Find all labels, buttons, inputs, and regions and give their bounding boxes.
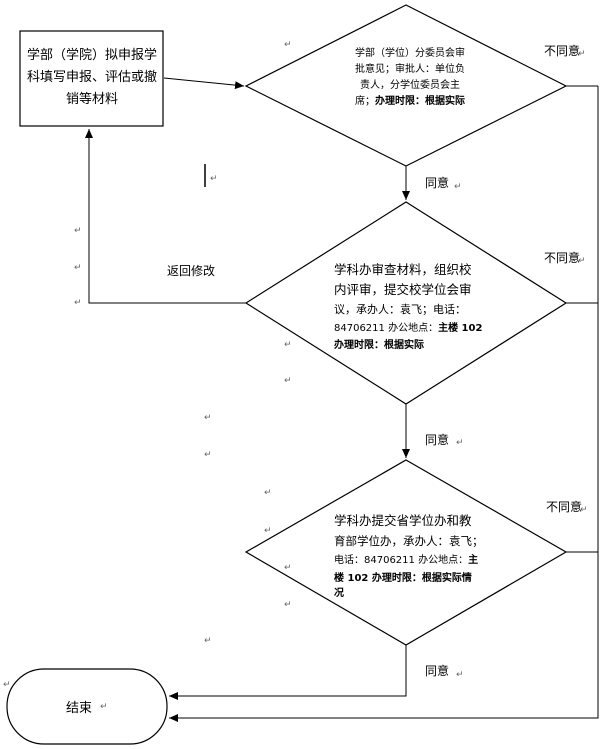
end-terminal — [6, 668, 168, 745]
label-agree-1: 同意 — [425, 176, 450, 190]
paragraph-mark-icon: ↵ — [284, 563, 292, 573]
start-box-line-3: 销等材料 — [65, 92, 118, 107]
decision-3-line-5: 况 — [334, 588, 344, 599]
decision-3-line-3-normal: 电话：84706211 办公地点： — [334, 555, 469, 566]
label-agree-3: 同意 — [425, 664, 450, 678]
paragraph-mark-icon: ↵ — [284, 376, 292, 386]
start-box-line-2: 科填写申报、评估或撤 — [26, 70, 157, 85]
decision-3-line-4: 楼 102 办理时限：根据实际情 — [334, 573, 472, 584]
label-agree-2: 同意 — [425, 433, 450, 447]
paragraph-mark-icon: ↵ — [204, 450, 212, 460]
paragraph-mark-icon: ↵ — [3, 680, 11, 690]
end-terminal-label: 结束 — [66, 701, 93, 716]
arrow-disagree-to-end — [169, 86, 599, 722]
paragraph-mark-icon: ↵ — [456, 438, 464, 448]
start-box-text: 学部（学院）拟申报学 科填写申报、评估或撤 销等材料 — [22, 45, 162, 111]
paragraph-mark-icon: ↵ — [456, 670, 464, 680]
decision-2-office: 主楼 102 — [438, 323, 483, 334]
paragraph-mark-icon: ↵ — [578, 256, 586, 266]
label-disagree-1: 不同意 — [544, 44, 581, 58]
paragraph-mark-icon: ↵ — [100, 702, 108, 712]
arrow-d3-to-end — [169, 645, 407, 700]
decision-2-line-4-normal: 84706211 办公地点： — [334, 323, 439, 334]
paragraph-mark-icon: ↵ — [74, 226, 82, 236]
start-box-line-1: 学部（学院）拟申报学 — [26, 48, 157, 63]
paragraph-mark-icon: ↵ — [74, 298, 82, 308]
paragraph-mark-icon: ↵ — [264, 526, 272, 536]
decision-3-line-1: 学科办提交省学位办和教 — [334, 513, 472, 528]
paragraph-mark-icon: ↵ — [210, 174, 218, 184]
decision-1-line-3: 责人，分学位委员会主 — [360, 80, 460, 91]
paragraph-mark-icon: ↵ — [454, 182, 462, 192]
decision-2-line-4: 84706211 办公地点：主楼 102 — [334, 320, 494, 338]
decision-2-text: 学科办审查材料，组织校 内评审，提交校学位会审 议，承办人：袁飞；电话： 847… — [334, 260, 494, 354]
decision-1-line-4: 席；办理时限：根据实际 — [335, 94, 485, 110]
paragraph-mark-icon: ↵ — [74, 263, 82, 273]
decision-2-line-1: 学科办审查材料，组织校 — [334, 262, 472, 277]
arrow-return-modify — [85, 129, 246, 304]
label-return-modify: 返回修改 — [167, 264, 216, 278]
paragraph-mark-icon: ↵ — [284, 600, 292, 610]
decision-1-line-1: 学部（学位）分委员会审 — [355, 48, 465, 59]
label-disagree-3: 不同意 — [546, 500, 583, 514]
decision-1-time-limit: 办理时限：根据实际 — [375, 96, 465, 107]
decision-1-text: 学部（学位）分委员会审 批意见；审批人：单位负 责人，分学位委员会主 席；办理时… — [335, 46, 485, 110]
paragraph-mark-icon: ↵ — [284, 340, 292, 350]
paragraph-mark-icon: ↵ — [204, 636, 212, 646]
decision-3-text: 学科办提交省学位办和教 育部学位办，承办人：袁飞； 电话：84706211 办公… — [334, 511, 494, 601]
paragraph-mark-icon: ↵ — [578, 49, 586, 59]
start-box — [19, 30, 164, 127]
decision-1-line-4-normal: 席； — [355, 96, 375, 107]
paragraph-mark-icon: ↵ — [264, 488, 272, 498]
paragraph-mark-icon: ↵ — [204, 413, 212, 423]
decision-1-line-2: 批意见；审批人：单位负 — [355, 64, 465, 75]
decision-3-line-3-bold: 主 — [468, 555, 479, 566]
decision-2-time-limit: 办理时限：根据实际 — [334, 340, 424, 351]
decision-2-line-3: 议，承办人：袁飞；电话： — [334, 303, 466, 316]
connector-start-to-d1 — [163, 77, 245, 90]
label-disagree-2: 不同意 — [544, 251, 581, 265]
paragraph-mark-icon: ↵ — [580, 505, 588, 515]
decision-2-line-2: 内评审，提交校学位会审 — [334, 282, 472, 297]
decision-3-line-3: 电话：84706211 办公地点：主 — [334, 551, 494, 571]
decision-3-line-2: 育部学位办，承办人：袁飞； — [334, 534, 484, 548]
paragraph-mark-icon: ↵ — [284, 40, 292, 50]
